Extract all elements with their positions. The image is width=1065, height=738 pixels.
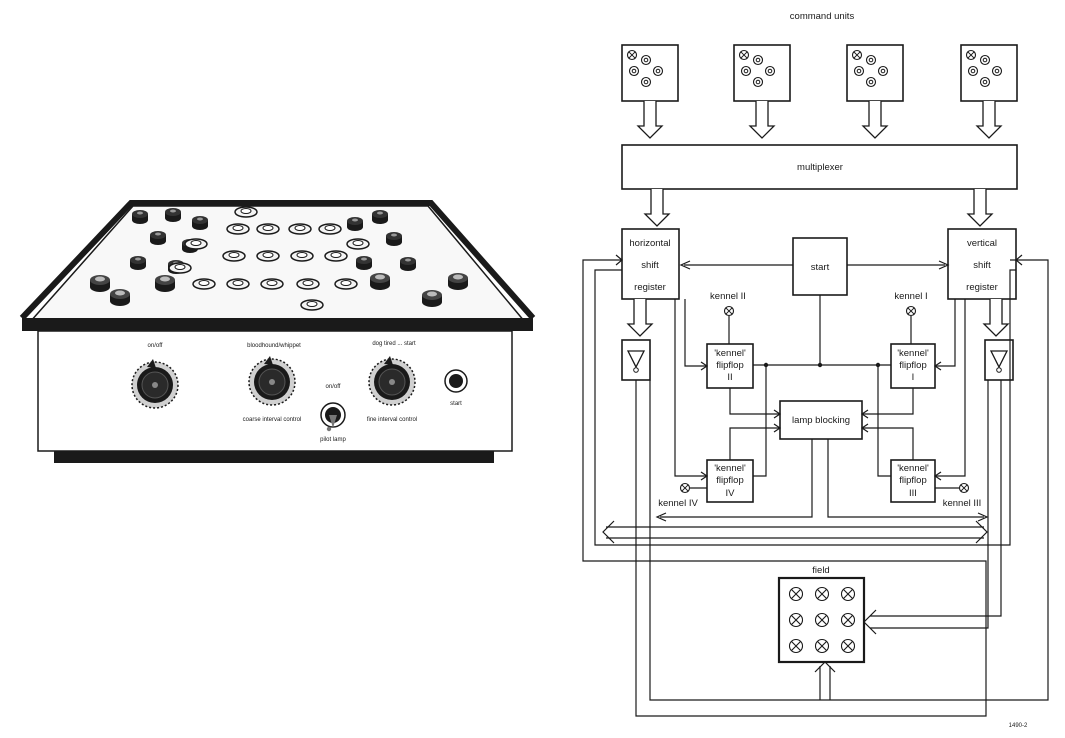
vertical-shift-register [947, 228, 1017, 300]
start-box [792, 237, 848, 296]
kennel-ii-lamp [723, 305, 735, 317]
kennel-i-lamp [905, 305, 917, 317]
device-illustration: on/off bloodhound/whippet dog tired ... … [19, 200, 536, 463]
label-fine: fine interval control [367, 417, 417, 423]
command-units-title: command units [790, 11, 855, 22]
field-box [777, 576, 866, 664]
ff1-l3: I [912, 372, 915, 383]
kennel-iii-lamp [958, 482, 970, 494]
label-pilot-on-off: on/off [326, 384, 341, 390]
kennel-ii-label: kennel II [710, 291, 746, 302]
command-unit-2 [734, 45, 790, 101]
command-unit-3 [847, 45, 903, 101]
ff2-l1: 'kennel' [714, 348, 746, 359]
ff2-l3: II [727, 372, 732, 383]
kennel-iii-label: kennel III [943, 498, 982, 509]
lamp-blocking-box [779, 400, 863, 440]
vertical-label-3: register [966, 282, 998, 293]
ff3-l2: flipflop [899, 475, 926, 486]
ff1-l2: flipflop [899, 360, 926, 371]
buffer-right [984, 339, 1014, 381]
kennel-iv-label: kennel IV [658, 498, 698, 509]
label-on-off: on/off [148, 343, 163, 349]
horizontal-label-1: horizontal [629, 238, 670, 249]
ff1-l1: 'kennel' [897, 348, 929, 359]
ff4-l2: flipflop [716, 475, 743, 486]
command-unit-1 [622, 45, 678, 101]
field-label: field [812, 565, 829, 576]
flipflop-i [890, 343, 936, 389]
label-pilot-lamp: pilot lamp [320, 437, 346, 443]
ff4-l3: IV [726, 488, 736, 499]
flipflop-iv [706, 459, 754, 503]
multiplexer-label: multiplexer [797, 162, 843, 173]
horizontal-label-2: shift [641, 260, 659, 271]
ff3-l1: 'kennel' [897, 463, 929, 474]
multiplexer-box [621, 144, 1018, 190]
vertical-label-2: shift [973, 260, 991, 271]
label-coarse: coarse interval control [243, 417, 302, 423]
vertical-label-1: vertical [967, 238, 997, 249]
horizontal-shift-register [621, 228, 680, 300]
device-base [54, 451, 494, 463]
command-unit-4 [961, 45, 1017, 101]
ff3-l3: III [909, 488, 917, 499]
device-rim [22, 318, 533, 331]
kennel-i-label: kennel I [894, 291, 927, 302]
figure-number: 1490-2 [1009, 723, 1028, 729]
label-dog-tired: dog tired ... start [372, 341, 416, 347]
lamp-blocking-label: lamp blocking [792, 415, 850, 426]
kennel-iv-lamp [679, 482, 691, 494]
start-label: start [811, 262, 830, 273]
ff2-l2: flipflop [716, 360, 743, 371]
horizontal-label-3: register [634, 282, 666, 293]
buffer-left [621, 339, 651, 381]
label-start: start [450, 401, 462, 407]
label-bloodhound: bloodhound/whippet [247, 343, 301, 349]
ff4-l1: 'kennel' [714, 463, 746, 474]
block-diagram: command units multiplexer horizontal shi… [582, 11, 1049, 729]
